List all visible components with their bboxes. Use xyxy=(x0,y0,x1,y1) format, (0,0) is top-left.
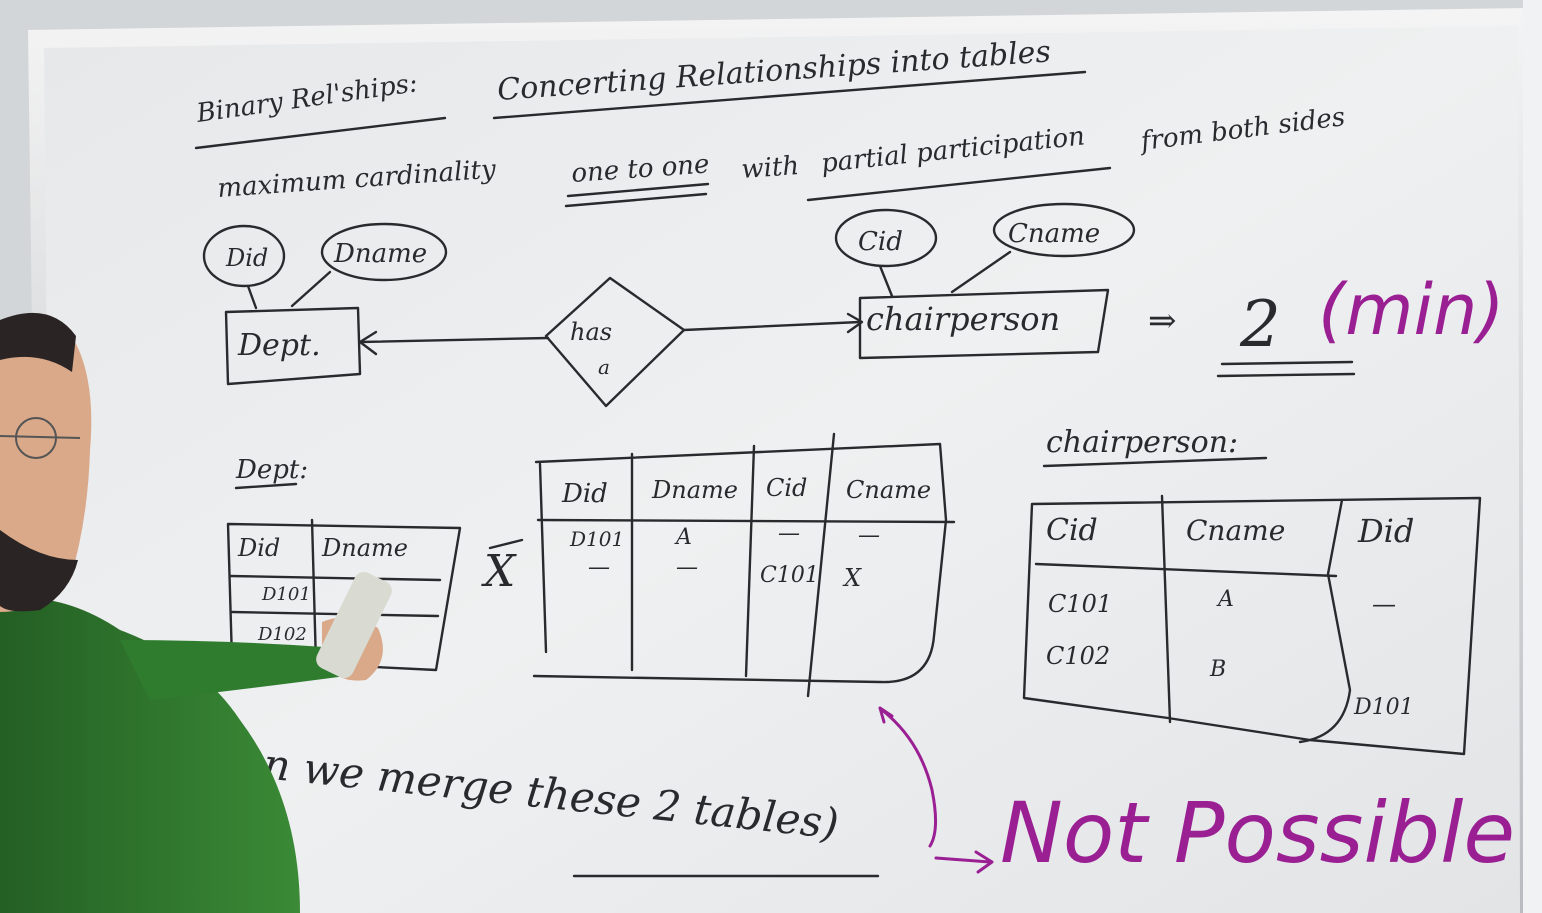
dname-attribute-ellipse xyxy=(320,222,448,282)
dept-table-cell-r1c1: D101 xyxy=(261,584,311,605)
chairperson-table-title: chairperson: xyxy=(1046,425,1238,460)
merged-cell-r1c3: — xyxy=(778,521,800,546)
chairperson-header-cid: Cid xyxy=(1046,513,1098,548)
merged-header-cname: Cname xyxy=(846,476,931,504)
chairperson-header-cname: Cname xyxy=(1186,514,1285,547)
merged-table-cross: X xyxy=(481,546,517,597)
cid-attribute-label: Cid xyxy=(858,227,903,257)
merged-cell-r1c1: D101 xyxy=(569,527,624,551)
chairperson-header-did: Did xyxy=(1357,512,1414,550)
chairperson-entity-box xyxy=(858,288,1110,360)
merged-header-did: Did xyxy=(561,479,608,509)
chairperson-cell-r1c3: — xyxy=(1372,590,1396,618)
dept-entity-box xyxy=(224,306,362,386)
dept-table-cell-r2c1: D102 xyxy=(257,624,307,645)
merged-cell-r1c2: A xyxy=(674,525,692,550)
cname-attribute-ellipse xyxy=(992,202,1136,258)
chairperson-entity-label: chairperson xyxy=(866,300,1060,338)
merged-cell-r1c4: — xyxy=(858,523,880,548)
dept-table-title: Dept: xyxy=(235,455,308,485)
merged-cell-r2c1: — xyxy=(588,555,610,580)
dept-table-header-did: Did xyxy=(237,534,280,562)
cid-attribute-ellipse xyxy=(834,208,938,268)
dept-table-outline xyxy=(226,522,462,672)
chairperson-cell-r1c1: C101 xyxy=(1048,590,1112,618)
er-diagram: Did Dname Dept. has a Cid Cname chairper… xyxy=(202,202,1136,408)
merged-table-outline xyxy=(532,442,948,684)
answer-annotation: Not Possible xyxy=(878,706,1515,882)
has-relationship-article: a xyxy=(598,355,610,379)
dname-attribute-label: Dname xyxy=(333,239,427,269)
merged-cell-r2c3: C101 xyxy=(760,563,819,588)
merged-cell-r2c2: — xyxy=(676,555,698,580)
minimum-tables-annotation: ⇒ 2 (min) xyxy=(1148,269,1505,378)
did-attribute-ellipse xyxy=(202,224,286,288)
implies-arrow: ⇒ xyxy=(1148,301,1177,341)
chairperson-table: chairperson: Cid Cname Did C101 A — C102… xyxy=(1022,425,1482,756)
subtitle-c: with xyxy=(740,151,800,185)
answer-text: Not Possible xyxy=(1000,784,1515,882)
has-relationship-label: has xyxy=(570,318,612,346)
minimum-count: 2 xyxy=(1239,288,1281,362)
dept-entity-label: Dept. xyxy=(237,328,321,363)
dept-table-header-dname: Dname xyxy=(321,534,408,562)
chairperson-cell-r2c3: D101 xyxy=(1353,695,1414,720)
merged-table: X Did Dname Cid Cname D101 A — — — — C10… xyxy=(481,432,956,698)
merged-header-cid: Cid xyxy=(766,474,807,502)
merged-header-dname: Dname xyxy=(651,476,738,504)
merged-cell-r2c4: X xyxy=(842,564,862,592)
lecturer xyxy=(0,312,392,913)
dept-table: Dept: Did Dname D101 D102 xyxy=(226,455,462,672)
did-attribute-label: Did xyxy=(225,244,268,272)
chairperson-cell-r2c2: B xyxy=(1209,657,1226,682)
cname-attribute-label: Cname xyxy=(1008,219,1100,249)
minimum-label: (min) xyxy=(1318,269,1505,351)
chairperson-cell-r2c1: C102 xyxy=(1046,642,1110,670)
chairperson-cell-r1c2: A xyxy=(1216,587,1234,612)
